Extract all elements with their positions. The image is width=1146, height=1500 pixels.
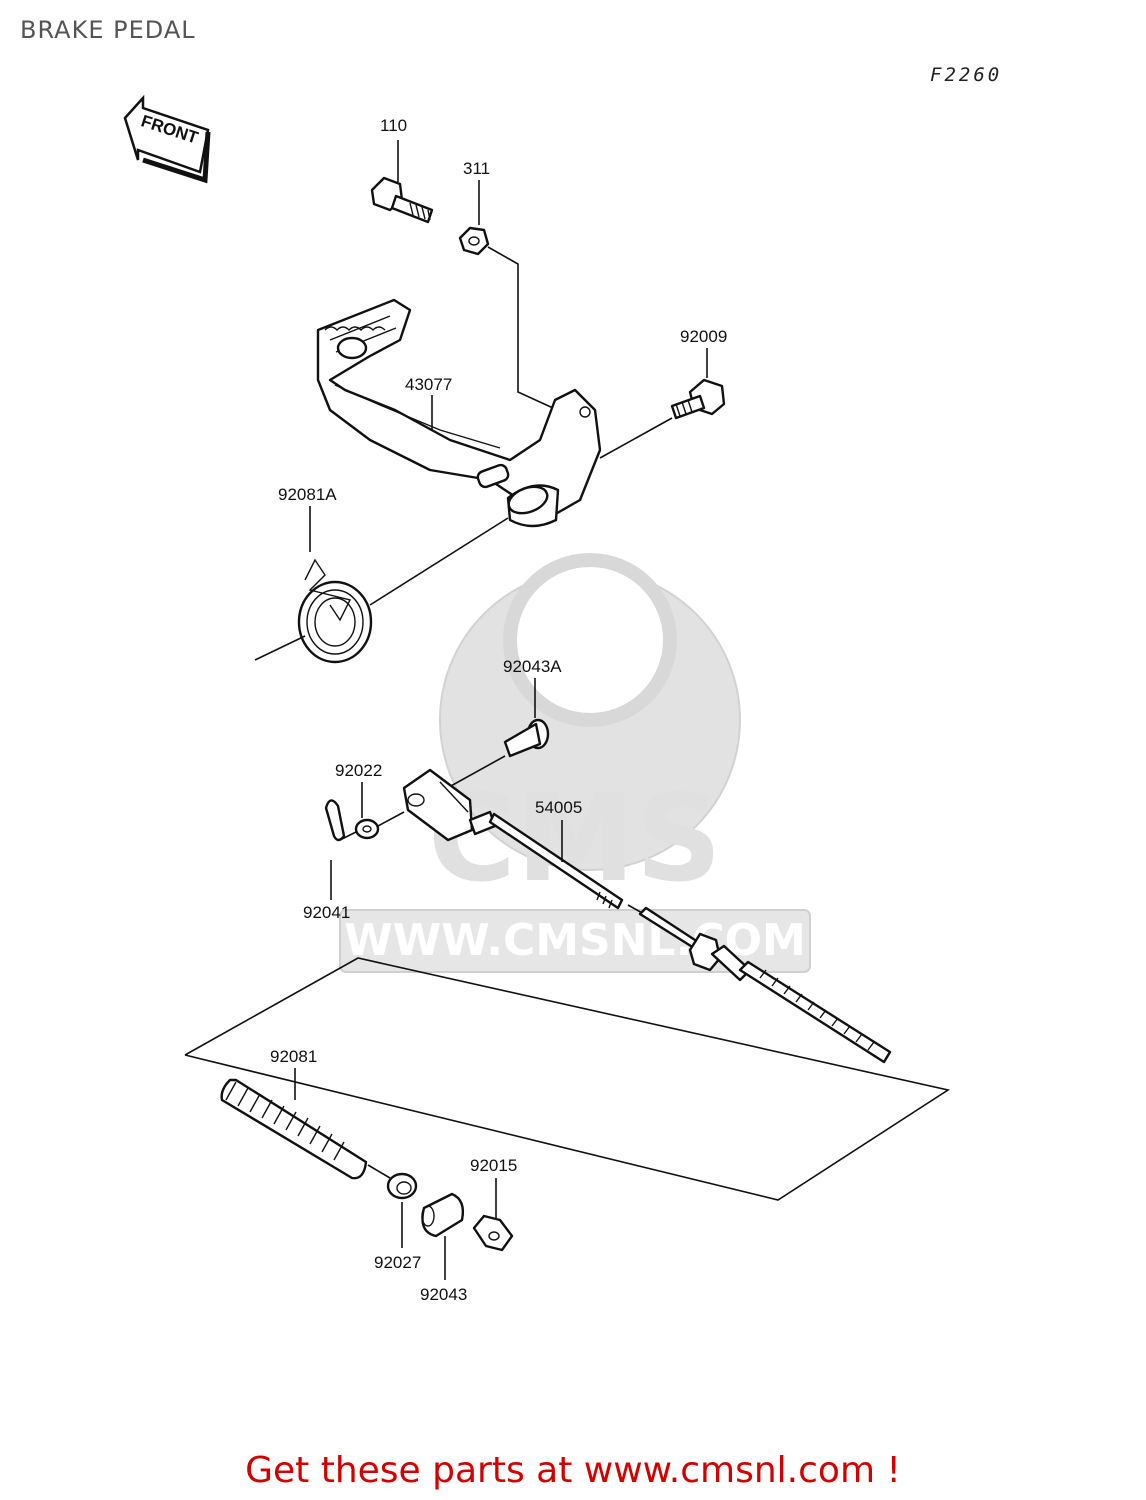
watermark-logo: CMS	[428, 770, 722, 909]
nut-311	[458, 180, 554, 409]
brake-pedal-43077	[316, 298, 602, 528]
diagram-code: F2260	[930, 64, 1003, 86]
label-43077: 43077	[405, 375, 452, 394]
label-92027: 92027	[374, 1253, 421, 1272]
cms-watermark: CMS WWW.CMSNL.COM	[339, 553, 811, 973]
spring-92081	[220, 1068, 391, 1180]
label-92022: 92022	[335, 761, 382, 780]
footer: Get these parts at www.cmsnl.com !	[0, 1450, 1146, 1491]
label-92015: 92015	[470, 1156, 517, 1175]
label-92081: 92081	[270, 1047, 317, 1066]
pin-92043A	[439, 678, 550, 793]
assembly-outline	[184, 957, 951, 1201]
bolt-92009	[599, 348, 726, 459]
joint-92043	[421, 1192, 465, 1280]
spring-92081A	[254, 506, 509, 664]
label-311: 311	[463, 159, 490, 178]
collar-92027	[386, 1172, 418, 1248]
label-92043A: 92043A	[503, 657, 562, 676]
label-92043: 92043	[420, 1285, 467, 1304]
label-110: 110	[380, 116, 407, 135]
cmsnl-link[interactable]: Get these parts at www.cmsnl.com !	[245, 1450, 901, 1491]
bolt-110	[370, 140, 434, 224]
washer-92022	[354, 782, 405, 840]
watermark-helmet-icon	[503, 553, 677, 727]
label-92009: 92009	[680, 327, 727, 346]
label-54005: 54005	[535, 798, 582, 817]
label-92081A: 92081A	[278, 485, 337, 504]
nut-92015	[472, 1178, 514, 1252]
clevis-rod-54005	[402, 768, 892, 1064]
page-title: BRAKE PEDAL	[20, 16, 196, 44]
label-92041: 92041	[303, 903, 350, 922]
front-arrow-icon: FRONT	[123, 94, 211, 184]
cotter-pin-92041	[324, 799, 357, 900]
